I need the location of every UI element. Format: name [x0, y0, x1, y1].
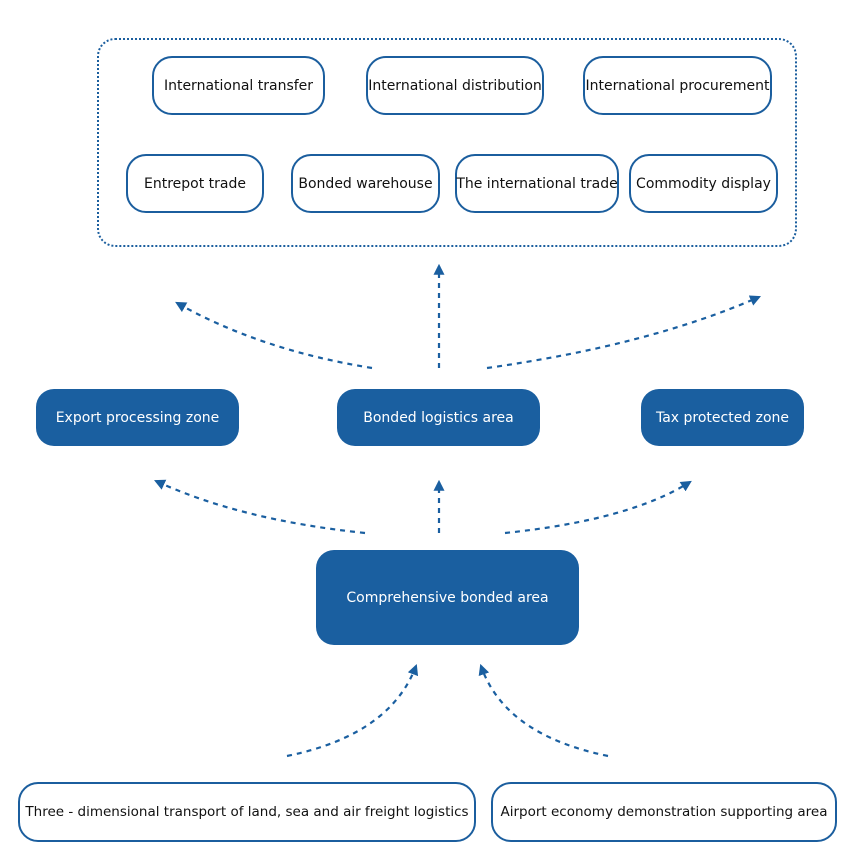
- functions-group: [97, 38, 797, 247]
- arrow-core-to-export: [154, 479, 366, 535]
- arrow-core-to-tax: [504, 480, 692, 535]
- arrow-airport-to-core: [478, 663, 609, 758]
- node-comprehensive-bonded-area: Comprehensive bonded area: [316, 550, 579, 645]
- arrow-transport-to-core: [286, 663, 419, 758]
- node-export-processing-zone: Export processing zone: [36, 389, 239, 446]
- node-international-transfer: International transfer: [152, 56, 325, 115]
- node-commodity-display: Commodity display: [629, 154, 778, 213]
- node-international-trade: The international trade: [455, 154, 619, 213]
- node-three-dimensional-transport: Three - dimensional transport of land, s…: [18, 782, 476, 842]
- node-international-distribution: International distribution: [366, 56, 544, 115]
- node-international-procurement: International procurement: [583, 56, 772, 115]
- node-tax-protected-zone: Tax protected zone: [641, 389, 804, 446]
- node-bonded-warehouse: Bonded warehouse: [291, 154, 440, 213]
- arrow-logistics-to-left: [175, 301, 373, 370]
- arrow-logistics-to-right: [486, 295, 762, 370]
- node-entrepot-trade: Entrepot trade: [126, 154, 264, 213]
- node-airport-economy-area: Airport economy demonstration supporting…: [491, 782, 837, 842]
- node-bonded-logistics-area: Bonded logistics area: [337, 389, 540, 446]
